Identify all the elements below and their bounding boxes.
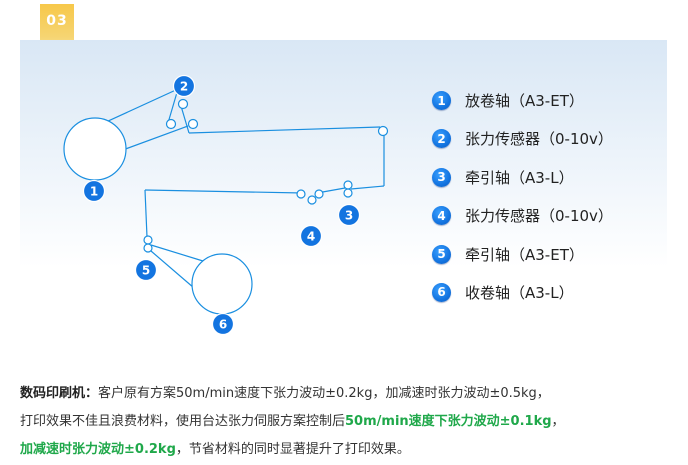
web-line [350, 185, 385, 190]
marker-4: 4 [299, 224, 323, 248]
legend-number-badge: 4 [432, 206, 451, 226]
diagram-panel: 1 2 3 4 5 6 1 [20, 40, 667, 365]
svg-text:3: 3 [345, 209, 353, 223]
legend-number-badge: 5 [432, 244, 451, 264]
legend-label: 张力传感器（0-10v） [465, 130, 613, 149]
idler-roller [143, 235, 153, 245]
svg-text:1: 1 [90, 185, 98, 199]
legend-label: 放卷轴（A3-ET） [465, 92, 584, 110]
web-line [150, 244, 204, 262]
web-line [180, 105, 190, 134]
web-line [167, 88, 179, 124]
idler-roller [187, 118, 199, 130]
legend-label: 张力传感器（0-10v） [465, 207, 613, 226]
web-line [188, 126, 381, 134]
idler-roller [377, 125, 389, 137]
description-highlight: 加减速时张力波动±0.2kg [20, 442, 176, 457]
idler-roller [343, 180, 353, 190]
idler-roller [314, 189, 324, 199]
idler-roller [165, 118, 177, 130]
svg-text:6: 6 [219, 318, 227, 332]
marker-5: 5 [134, 258, 158, 282]
web-line [144, 189, 304, 194]
legend-label: 收卷轴（A3-L） [465, 283, 574, 302]
marker-group: 1 2 3 4 5 6 [82, 74, 361, 336]
legend-number-badge: 3 [432, 167, 451, 187]
idler-roller [307, 195, 317, 205]
description-text: 打印效果不佳且浪费材料，使用台达张力伺服方案控制后 [20, 414, 346, 429]
marker-2: 2 [172, 74, 196, 98]
description-lead: 数码印刷机： [20, 386, 99, 401]
case-description: 数码印刷机：客户原有方案50m/min速度下张力波动±0.2kg，加减速时张力波… [20, 380, 670, 464]
description-line-2: 打印效果不佳且浪费材料，使用台达张力伺服方案控制后50m/min速度下张力波动±… [20, 408, 670, 436]
svg-text:2: 2 [180, 80, 188, 94]
marker-3: 3 [337, 203, 361, 227]
legend-item: 1 放卷轴（A3-ET） [432, 91, 613, 110]
step-number: 03 [46, 13, 68, 29]
web-line [144, 189, 148, 238]
rewind-roll [191, 253, 253, 315]
description-highlight: 50m/min速度下张力波动±0.1kg [345, 414, 552, 429]
marker-6: 6 [211, 312, 235, 336]
idler-roller [177, 98, 189, 110]
web-path-diagram: 1 2 3 4 5 6 [63, 74, 389, 336]
legend-item: 6 收卷轴（A3-L） [432, 282, 613, 302]
svg-text:5: 5 [142, 264, 150, 278]
legend-number-badge: 2 [432, 129, 451, 149]
unwind-roll [63, 117, 127, 181]
legend: 1 放卷轴（A3-ET） 2 张力传感器（0-10v） 3 牵引轴（A3-L） … [432, 91, 613, 321]
description-line-1: 数码印刷机：客户原有方案50m/min速度下张力波动±0.2kg，加减速时张力波… [20, 380, 670, 408]
svg-text:4: 4 [307, 230, 315, 244]
legend-number-badge: 6 [432, 282, 451, 302]
legend-item: 4 张力传感器（0-10v） [432, 206, 613, 226]
legend-item: 5 牵引轴（A3-ET） [432, 244, 613, 264]
description-text: ， [551, 414, 565, 429]
legend-label: 牵引轴（A3-ET） [465, 245, 584, 264]
description-text: 客户原有方案50m/min速度下张力波动±0.2kg，加减速时张力波动±0.5k… [98, 386, 550, 401]
idler-roller [343, 188, 353, 198]
idler-roller [143, 243, 153, 253]
marker-1: 1 [82, 179, 106, 203]
legend-item: 2 张力传感器（0-10v） [432, 129, 613, 149]
description-line-3: 加减速时张力波动±0.2kg，节省材料的同时显著提升了打印效果。 [20, 436, 670, 464]
legend-number-badge: 1 [432, 91, 451, 110]
description-text: ，节省材料的同时显著提升了打印效果。 [175, 442, 410, 457]
legend-label: 牵引轴（A3-L） [465, 168, 574, 187]
legend-item: 3 牵引轴（A3-L） [432, 167, 613, 187]
idler-roller [296, 189, 306, 199]
